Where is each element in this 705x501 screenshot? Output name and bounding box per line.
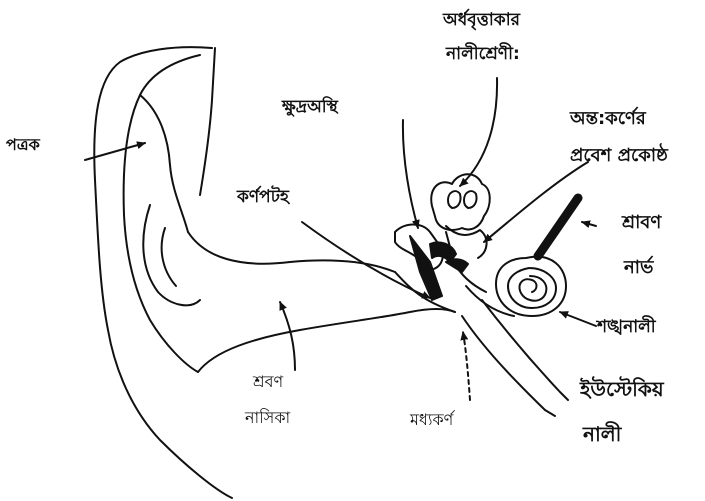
ossicles-shape (395, 225, 468, 301)
vestibule-label-line1: অন্ত:কর্ণের (570, 108, 646, 131)
semicircular-canals-shape (431, 174, 490, 292)
eustachian-tube-label-line1: ইউস্টেকিয় (580, 377, 664, 402)
ear-canal-label-line2: নাসিকা (245, 408, 290, 428)
cochlea-label: শঙ্খনালী (597, 317, 656, 338)
eustachian-tube-shape (462, 286, 568, 416)
ear-canal-label-line1: শ্রবণ (253, 372, 283, 392)
pinna-label: পত্রক (6, 135, 40, 155)
auditory-nerve-shape (538, 198, 578, 256)
semicircular-canals-label-line2: নালীশ্রেণী: (446, 44, 520, 65)
cochlea-shape (496, 257, 566, 316)
auditory-nerve-label-line2: নার্ভ (624, 257, 653, 280)
vestibule-label-line2: প্রবেশ প্রকোষ্ঠ (570, 145, 668, 168)
auditory-nerve-label-line1: শ্রাবণ (622, 212, 661, 235)
eardrum-label: কর্ণপটহ (237, 187, 289, 208)
semicircular-canals-label-line1: অর্ধবৃত্তাকার (443, 10, 520, 31)
middle-ear-label: মধ্যকর্ণ (410, 410, 453, 430)
eustachian-tube-label-line2: নালী (583, 422, 621, 447)
ossicles-label: ক্ষুদ্রঅস্থি (282, 97, 338, 118)
pinna-outline (94, 47, 232, 498)
